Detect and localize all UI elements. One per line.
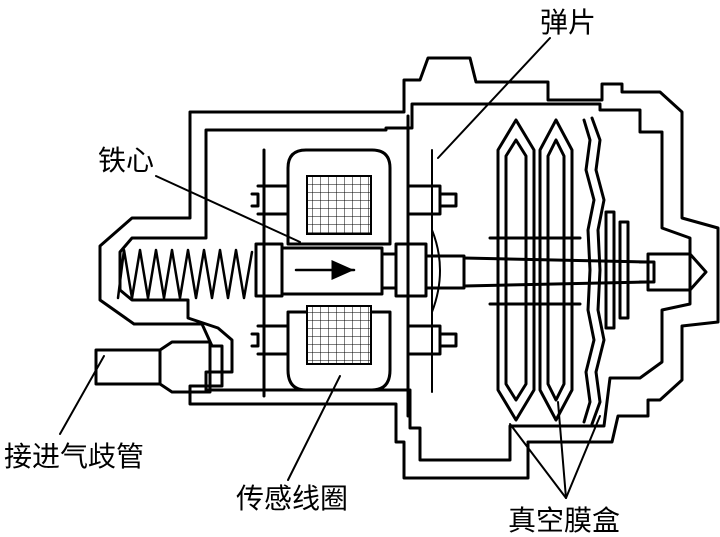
label-vacuum-capsule: 真空膜盒 <box>508 504 620 537</box>
label-intake-manifold: 接进气歧管 <box>4 440 144 473</box>
leader-spring-plate <box>437 37 551 159</box>
iron-core <box>254 229 466 313</box>
leader-iron-core <box>155 175 301 243</box>
shaft <box>462 252 708 292</box>
vacuum-capsule-stack <box>488 116 630 426</box>
leader-vacuum-capsule-a <box>509 423 567 499</box>
intake-pipe <box>94 340 212 394</box>
leader-lines <box>59 37 601 499</box>
leader-vacuum-capsule-b <box>557 401 567 499</box>
housing <box>98 56 720 480</box>
leader-vacuum-capsule-c <box>565 415 601 499</box>
leader-sensor-coil <box>287 375 341 481</box>
leader-intake-manifold <box>59 355 105 435</box>
label-sensor-coil: 传感线圈 <box>236 482 348 515</box>
label-iron-core: 铁心 <box>98 144 154 177</box>
label-spring-plate: 弹片 <box>540 6 596 39</box>
sensor-coil <box>250 114 458 418</box>
return-spring <box>116 248 254 300</box>
